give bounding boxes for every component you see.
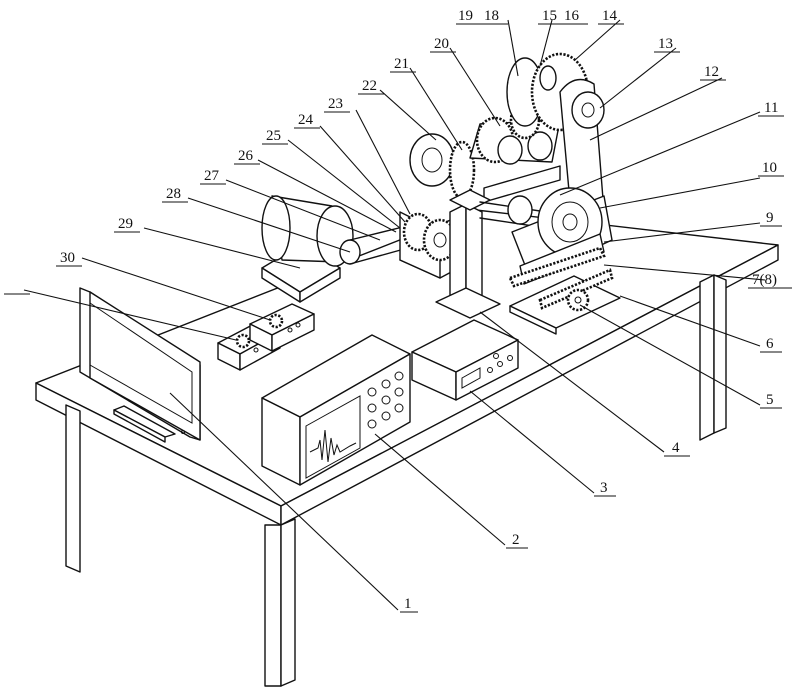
callout-15: 15 [542, 8, 557, 24]
gearbox [399, 211, 471, 279]
callout-23: 24 [298, 112, 314, 128]
motor [261, 195, 416, 303]
callout-27: 28 [166, 186, 181, 202]
oscilloscope [261, 334, 411, 486]
callout-11: 11 [764, 100, 778, 116]
callout-20: 21 [394, 56, 409, 72]
callout-6: 6 [766, 336, 774, 352]
callout-10: 10 [762, 160, 777, 176]
monitor [79, 287, 201, 443]
callout-19: 20 [434, 36, 449, 52]
callout-3: 3 [600, 480, 608, 496]
callout-17: 18 [484, 8, 499, 24]
callout-18: 19 [458, 8, 473, 24]
callout-26: 27 [204, 168, 220, 184]
callout-labels: 1 2 3 4 5 6 7(8) 9 10 11 12 13 14 15 16 … [4, 8, 792, 613]
callout-16: 16 [564, 8, 580, 24]
upper-gear-train [409, 52, 590, 203]
callout-12: 12 [704, 64, 719, 80]
callout-2: 2 [512, 532, 520, 548]
callout-5: 5 [766, 392, 774, 408]
front-column [435, 189, 501, 319]
callout-29: 30 [60, 250, 75, 266]
callout-22: 23 [328, 96, 343, 112]
callout-13: 13 [658, 36, 673, 52]
callout-9: 9 [766, 210, 774, 226]
callout-21: 22 [362, 78, 377, 94]
callout-4: 4 [672, 440, 680, 456]
lower-stage [508, 233, 621, 335]
workbench [35, 209, 779, 687]
callout-28: 29 [118, 216, 133, 232]
control-box-right [249, 303, 315, 352]
callout-24: 25 [266, 128, 281, 144]
leader-lines [23, 19, 766, 611]
power-supply [411, 319, 519, 401]
callout-7-8: 7(8) [752, 272, 777, 288]
callout-14: 14 [602, 8, 618, 24]
callout-25: 26 [238, 148, 254, 164]
callout-1: 1 [404, 596, 412, 612]
